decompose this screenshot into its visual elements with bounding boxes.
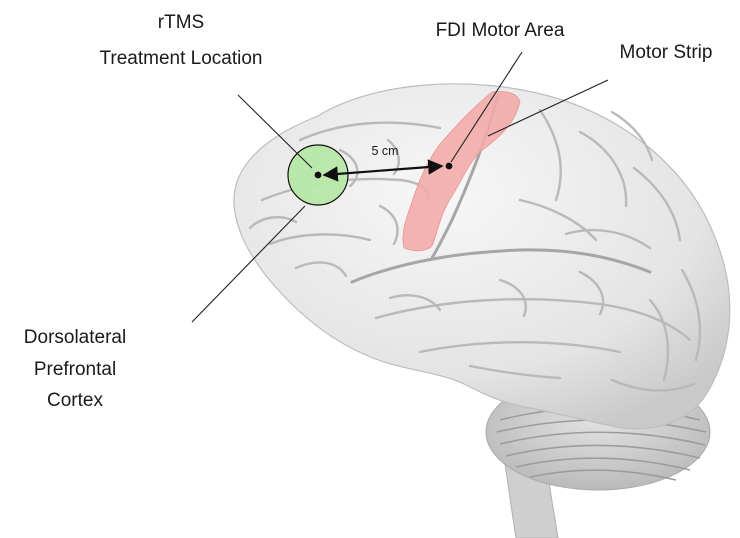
dlpfc-label-line3: Cortex xyxy=(47,390,103,411)
treatment-label-line1: rTMS xyxy=(158,12,204,33)
dlpfc-label-line1: Dorsolateral xyxy=(24,327,126,348)
motor-strip-label: Motor Strip xyxy=(620,42,713,63)
fdi-point xyxy=(446,163,453,170)
dlpfc-label-line2: Prefrontal xyxy=(34,359,116,380)
fdi-label: FDI Motor Area xyxy=(436,20,565,41)
distance-label: 5 cm xyxy=(371,144,398,158)
treatment-label-line2: Treatment Location xyxy=(100,48,263,69)
treatment-point xyxy=(315,172,322,179)
